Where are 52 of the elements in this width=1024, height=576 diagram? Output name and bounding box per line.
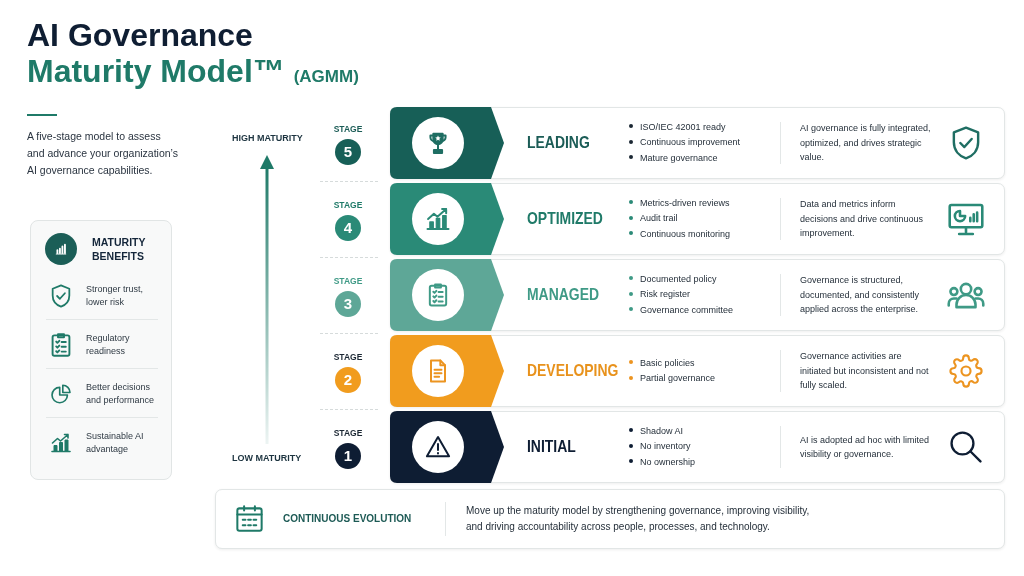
stage-name: LEADING xyxy=(527,133,590,153)
benefit-text: Regulatory readiness xyxy=(86,331,131,358)
benefit-text: Better decisions and performance xyxy=(86,380,156,407)
stage-card xyxy=(390,107,1005,179)
stage-label: STAGE xyxy=(333,124,363,134)
stage-card xyxy=(390,259,1005,331)
stage-number: 3 xyxy=(335,291,361,317)
bullet-item: No ownership xyxy=(629,454,696,471)
stage-number: 4 xyxy=(335,215,361,241)
bullet-item: Mature governance xyxy=(629,150,718,167)
stage-description: Data and metrics inform decisions and drive continuous improvement. xyxy=(800,198,925,241)
bullet-item: ISO/IEC 42001 ready xyxy=(629,119,726,136)
stage-description: Governance activities are initiated but inconsistent and not fully scaled. xyxy=(800,350,930,393)
stage-card xyxy=(390,411,1005,483)
axis-label: LOW MATURITY xyxy=(232,453,302,464)
benefit-text: Sustainable AI advantage xyxy=(86,429,145,456)
bullet-item: Continuous improvement xyxy=(629,135,741,151)
bullet-item: Audit trail xyxy=(629,211,678,227)
stage-label: STAGE xyxy=(333,200,363,210)
bullet-item: Basic policies xyxy=(629,355,695,371)
summary-text: Move up the maturity model by strengthening governance, improving visibility, and driving accountability across people, processes, and technology. xyxy=(466,504,811,534)
stage-label: STAGE xyxy=(333,428,363,438)
bullet-item: Continuous monitoring xyxy=(629,226,731,243)
bullet-item: Shadow AI xyxy=(629,423,684,440)
bullet-item: Metrics-driven reviews xyxy=(629,195,730,212)
stage-label: STAGE xyxy=(333,352,363,362)
stage-name: MANAGED xyxy=(527,285,600,305)
bullet-item: No inventory xyxy=(629,439,691,455)
stage-name: OPTIMIZED xyxy=(527,209,603,229)
panel-heading: MATURITY BENEFITS xyxy=(92,235,147,263)
stage-description: Governance is structured, documented, and consistently applied across the enterprise. xyxy=(800,274,921,317)
bullet-item: Partial governance xyxy=(629,371,716,387)
stage-name: DEVELOPING xyxy=(527,361,619,381)
stage-number: 5 xyxy=(335,139,361,165)
summary-heading: CONTINUOUS EVOLUTION xyxy=(283,513,412,525)
summary-bar xyxy=(215,489,1005,549)
stage-number: 1 xyxy=(335,443,361,469)
subtitle: A five-stage model to assess and advance your organization’s AI governance capabilities. xyxy=(27,129,179,178)
benefits-panel xyxy=(30,220,172,480)
stage-description: AI governance is fully integrated, optimized, and drives strategic value. xyxy=(800,122,932,165)
stage-label: STAGE xyxy=(333,276,363,286)
stage-card xyxy=(390,183,1005,255)
stage-description: AI is adopted ad hoc with limited visibility or governance. xyxy=(800,433,931,461)
benefit-text: Stronger trust, lower risk xyxy=(86,282,145,309)
title: AI Governance Maturity Model™ (AGMM) xyxy=(27,17,359,91)
stage-number: 2 xyxy=(335,367,361,393)
bullet-item: Risk register xyxy=(629,287,690,303)
bullet-item: Governance committee xyxy=(629,302,734,319)
stage-name: INITIAL xyxy=(527,437,576,457)
stage-card xyxy=(390,335,1005,407)
axis-label: HIGH MATURITY xyxy=(232,133,303,144)
bullet-item: Documented policy xyxy=(629,271,717,288)
